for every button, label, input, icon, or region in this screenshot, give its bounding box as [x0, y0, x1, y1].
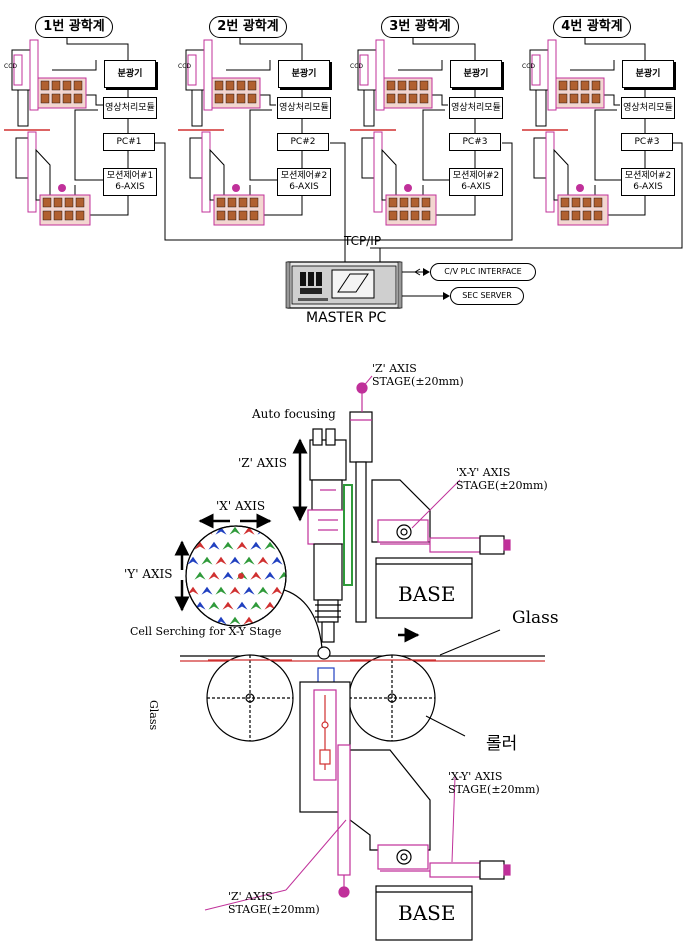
glass-right-label: Glass	[512, 608, 559, 628]
cell-pattern-icon	[185, 525, 287, 627]
z-axis-stage-top-label: 'Z' AXIS STAGE(±20mm)	[372, 362, 464, 388]
cell-search-label: Cell Serching for X-Y Stage	[130, 625, 282, 638]
auto-focusing-label: Auto focusing	[252, 407, 336, 421]
network-diagram	[4, 30, 683, 309]
station-title: 3번 광학계	[381, 16, 459, 38]
image-processing-box: 영상처리모듈	[277, 97, 331, 119]
splitter-box: 분광기	[450, 60, 502, 88]
ccd-label: CCD	[522, 63, 535, 70]
xy-axis-stage-bottom-label: 'X-Y' AXIS STAGE(±20mm)	[448, 770, 540, 796]
image-processing-box: 영상처리모듈	[449, 97, 503, 119]
ccd-label: CCD	[350, 63, 363, 70]
image-processing-box: 영상처리모듈	[621, 97, 675, 119]
splitter-box: 분광기	[278, 60, 330, 88]
x-axis-label: 'X' AXIS	[216, 499, 266, 513]
base-bottom-label: BASE	[398, 901, 456, 925]
station-title: 1번 광학계	[35, 16, 113, 38]
pc-box: PC#1	[103, 133, 155, 151]
ccd-label: CCD	[178, 63, 191, 70]
mechanism-diagram	[174, 375, 545, 941]
glass-left-label: Glass	[147, 700, 160, 731]
base-top-label: BASE	[398, 582, 456, 606]
roller-label: 롤러	[486, 734, 518, 754]
ccd-label: CCD	[4, 63, 17, 70]
sec-server-box: SEC SERVER	[450, 287, 524, 305]
station-title: 2번 광학계	[209, 16, 287, 38]
z-axis-arrow-label: 'Z' AXIS	[238, 456, 287, 470]
splitter-box: 분광기	[104, 60, 156, 88]
tcpip-label: TCP/IP	[344, 234, 382, 248]
master-pc-label: MASTER PC	[306, 310, 387, 326]
pc-box: PC#3	[449, 133, 501, 151]
image-processing-box: 영상처리모듈	[103, 97, 157, 119]
xy-axis-stage-top-label: 'X-Y' AXIS STAGE(±20mm)	[456, 466, 548, 492]
master-pc-icon	[285, 261, 403, 309]
splitter-box: 분광기	[622, 60, 674, 88]
pc-box: PC#2	[277, 133, 329, 151]
pc-box: PC#3	[621, 133, 673, 151]
plc-interface-box: C/V PLC INTERFACE	[430, 263, 536, 281]
z-axis-stage-bottom-label: 'Z' AXIS STAGE(±20mm)	[228, 890, 320, 916]
y-axis-label: 'Y' AXIS	[124, 567, 173, 581]
station-title: 4번 광학계	[553, 16, 631, 38]
